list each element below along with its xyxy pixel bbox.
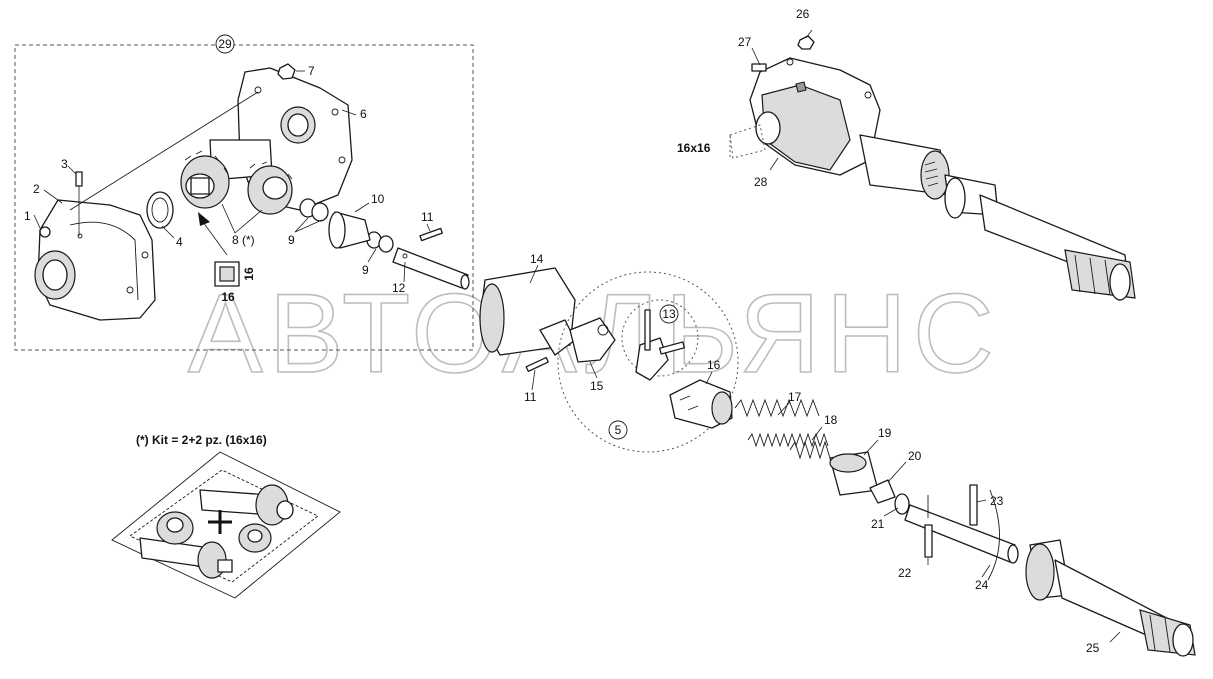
group-29-boundary <box>14 44 474 351</box>
callout-8: 8 (*) <box>232 233 255 247</box>
group-13-circle-outline <box>621 299 699 377</box>
square-size-label-a: 16 <box>221 290 235 304</box>
callout-6: 6 <box>360 107 367 121</box>
group-13-label: 13 <box>662 307 676 321</box>
callout-21: 21 <box>871 517 885 531</box>
part-rings-9 <box>299 198 394 253</box>
group-5-label: 5 <box>615 423 622 437</box>
group-13-badge <box>659 304 679 324</box>
callout-14: 14 <box>530 252 544 266</box>
part-pin-11-lower <box>525 356 549 373</box>
callout-2: 2 <box>33 182 40 196</box>
callout-23: 23 <box>990 494 1004 508</box>
callout-9-lower: 9 <box>362 263 369 277</box>
callout-11-upper: 11 <box>421 210 434 224</box>
part-bevel-gears <box>180 139 293 215</box>
callout-18: 18 <box>824 413 838 427</box>
callout-20: 20 <box>908 449 922 463</box>
size-label-28: 16x16 <box>677 141 711 155</box>
group-5-badge <box>608 420 628 440</box>
callout-26: 26 <box>796 7 810 21</box>
callout-10: 10 <box>371 192 385 206</box>
part-pin-11-upper <box>419 227 444 242</box>
part-ring-4 <box>146 191 174 229</box>
group-29-circle <box>215 34 235 54</box>
square-size-label-b: 16 <box>242 267 256 281</box>
bush-washer-group <box>829 439 910 517</box>
shaft-pins-group <box>904 484 1019 581</box>
callout-22: 22 <box>898 566 912 580</box>
callout-4: 4 <box>176 235 183 249</box>
gearbox-assembly-right: 16x16 <box>677 29 1136 301</box>
callout-11-lower: 11 <box>524 390 537 404</box>
callout-9-upper: 9 <box>288 233 295 247</box>
callout-19: 19 <box>878 426 892 440</box>
callout-25: 25 <box>1086 641 1100 655</box>
gearbox-assembly-group: 29 <box>14 34 474 351</box>
outer-tube-25 <box>1025 539 1196 657</box>
part-breather-plug <box>75 171 83 236</box>
kit-note: (*) Kit = 2+2 pz. (16x16) <box>136 433 267 447</box>
callout-labels: 1 2 3 4 6 7 8 (*) 9 9 10 11 11 12 14 15 … <box>24 7 1100 655</box>
part-housing-front <box>34 199 156 321</box>
group-5-circle-outline <box>557 271 739 453</box>
springs-group <box>734 398 831 460</box>
leaders-group-29 <box>33 70 431 283</box>
square-drive-indicator: 16 16 <box>198 212 256 304</box>
center-drive-group: 5 13 <box>479 264 739 453</box>
callout-15: 15 <box>590 379 604 393</box>
gear-kit-illustration: (*) Kit = 2+2 pz. (16x16) <box>111 433 341 599</box>
callout-16: 16 <box>707 358 721 372</box>
callout-7: 7 <box>308 64 315 78</box>
group-29-label: 29 <box>218 37 232 51</box>
part-shaft-12 <box>392 247 470 290</box>
callout-12: 12 <box>392 281 406 295</box>
callout-24: 24 <box>975 578 989 592</box>
part-nut-7 <box>277 63 296 80</box>
callout-1: 1 <box>24 209 31 223</box>
callout-28: 28 <box>754 175 768 189</box>
callout-17: 17 <box>788 390 802 404</box>
part-bush-10 <box>328 211 371 249</box>
callout-3: 3 <box>61 157 68 171</box>
callout-27: 27 <box>738 35 752 49</box>
